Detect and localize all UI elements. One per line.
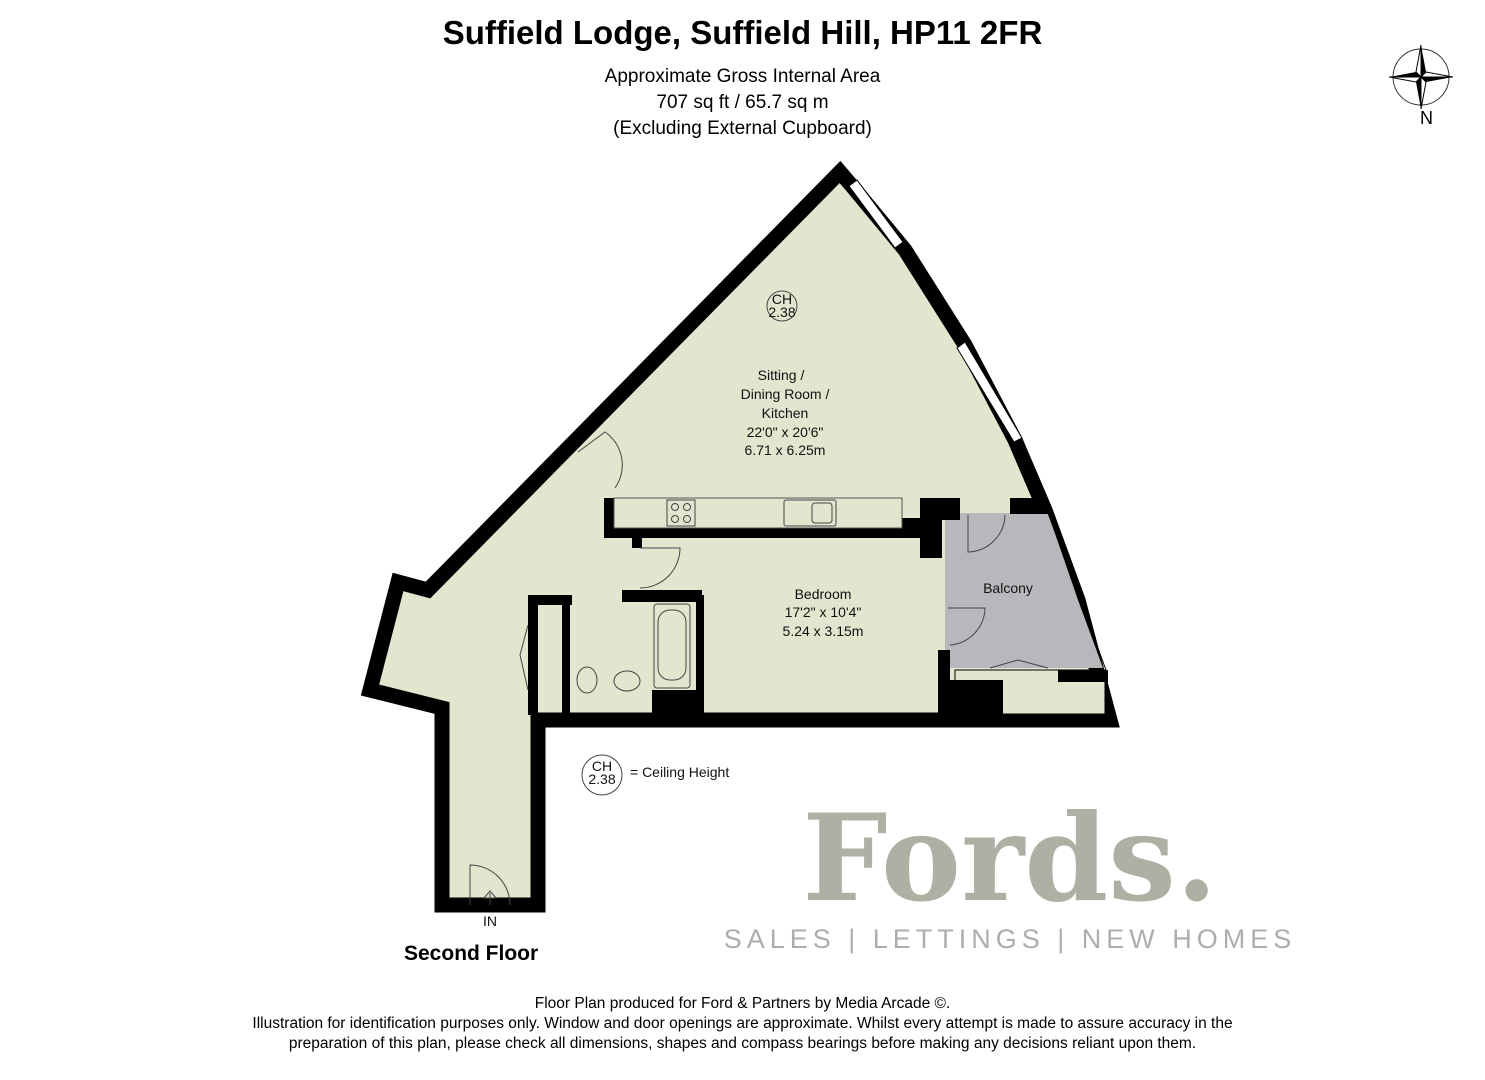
entrance-arrow-icon (482, 890, 498, 899)
compass-north-label: N (1420, 108, 1433, 128)
basin-icon (613, 670, 641, 692)
ceiling-height-legend: CH 2.38 = Ceiling Height (581, 754, 729, 796)
area-value: 707 sq ft / 65.7 sq m (656, 92, 829, 113)
room-label-sitting: Sitting / Dining Room / Kitchen 22'0" x … (741, 367, 830, 458)
svg-text:Kitchen: Kitchen (762, 405, 809, 421)
svg-text:5.24 x 3.15m: 5.24 x 3.15m (783, 623, 864, 639)
apartment-outline (360, 160, 1120, 913)
svg-text:Bedroom: Bedroom (795, 586, 852, 602)
svg-text:Sitting /: Sitting / (758, 367, 805, 383)
svg-text:Dining Room /: Dining Room / (741, 386, 830, 402)
bath-icon (653, 603, 691, 689)
compass-rose-icon (1388, 44, 1454, 110)
svg-text:= Ceiling Height: = Ceiling Height (630, 764, 729, 780)
gross-internal-area: Approximate Gross Internal Area 707 sq f… (0, 64, 1485, 142)
ceiling-height-marker: CH 2.38 (766, 290, 798, 322)
svg-text:CH: CH (772, 291, 792, 307)
watermark-tagline: SALES | LETTINGS | NEW HOMES (724, 924, 1297, 954)
area-note: (Excluding External Cupboard) (613, 118, 872, 139)
property-title: Suffield Lodge, Suffield Hill, HP11 2FR (442, 14, 1043, 51)
kitchen-worktop (613, 497, 903, 529)
svg-text:2.38: 2.38 (768, 304, 795, 320)
room-label-balcony: Balcony (983, 580, 1033, 596)
svg-text:17'2" x 10'4": 17'2" x 10'4" (785, 604, 862, 620)
svg-text:6.71 x 6.25m: 6.71 x 6.25m (745, 442, 826, 458)
entrance-label: IN (483, 913, 497, 929)
floor-label: Second Floor (404, 942, 539, 965)
svg-text:2.38: 2.38 (588, 771, 615, 787)
area-heading: Approximate Gross Internal Area (604, 66, 881, 87)
svg-text:CH: CH (592, 758, 612, 774)
footer-disclaimer-2: preparation of this plan, please check a… (288, 1035, 1197, 1052)
footer-credit: Floor Plan produced for Ford & Partners … (534, 995, 951, 1012)
door-swing (469, 431, 1049, 906)
disclaimer: Floor Plan produced for Ford & Partners … (0, 994, 1485, 1054)
toilet-icon (576, 666, 598, 694)
internal-walls (528, 498, 1048, 716)
sink-icon (783, 499, 837, 527)
room-label-bedroom: Bedroom 17'2" x 10'4" 5.24 x 3.15m (783, 586, 864, 639)
footer-disclaimer-1: Illustration for identification purposes… (252, 1015, 1233, 1032)
hob-icon (666, 499, 696, 527)
watermark-logo: Fords. (802, 788, 1217, 929)
window (848, 179, 1107, 671)
svg-text:22'0" x 20'6": 22'0" x 20'6" (747, 424, 824, 440)
balcony-area (945, 513, 1103, 668)
